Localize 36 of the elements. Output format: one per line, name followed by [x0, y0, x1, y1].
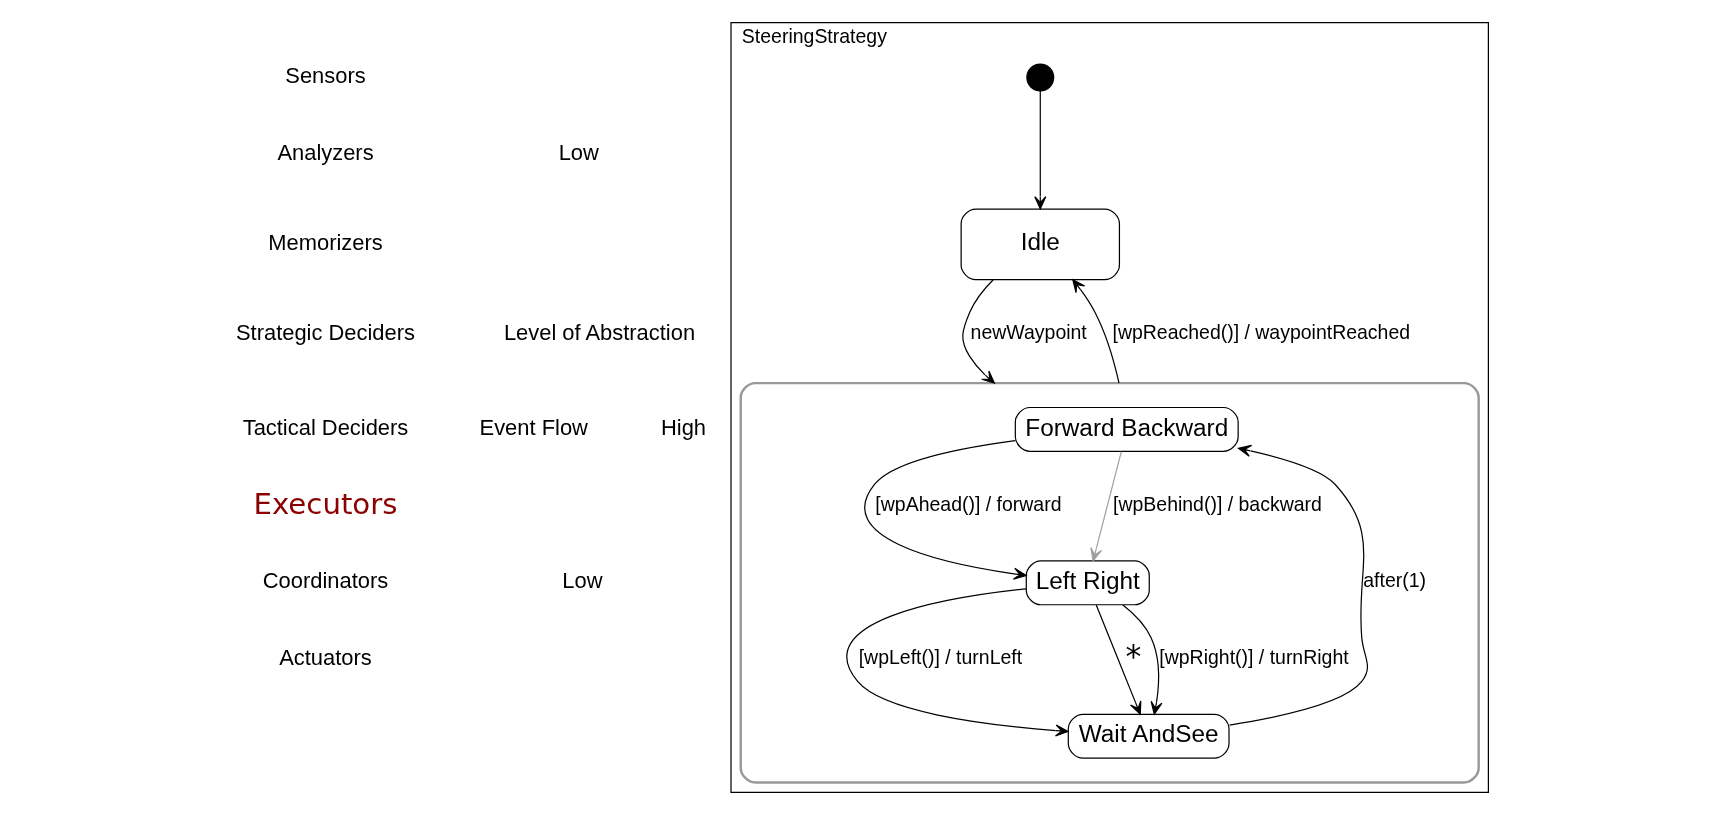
label: High [660, 414, 707, 440]
arrow [1072, 279, 1120, 384]
label: Actuators [279, 644, 372, 670]
node-box: Left Right [1025, 560, 1150, 606]
label: Memorizers [268, 229, 383, 255]
edge-label: * [1125, 638, 1142, 675]
label: Sensors [285, 62, 366, 88]
node-box: Wait AndSee [1067, 713, 1230, 759]
arrow [864, 440, 1027, 580]
arrow [1034, 90, 1047, 210]
arrow [1122, 604, 1163, 715]
label: Low [558, 139, 599, 165]
edge-label: newWaypoint [970, 321, 1087, 344]
node-box: Forward Backward [1014, 406, 1239, 452]
label: Strategic Deciders [236, 319, 415, 345]
edge-label: after(1) [1363, 569, 1427, 592]
edge-label: [wpRight()] / turnRight [1159, 646, 1349, 669]
edge-label: [wpBehind()] / backward [1113, 492, 1322, 515]
arrow [962, 279, 996, 384]
label: Level of Abstraction [503, 319, 696, 345]
cluster [739, 381, 1480, 784]
label: Executors [253, 486, 398, 521]
label: Event Flow [479, 414, 588, 440]
label: Low [562, 568, 603, 594]
label: Tactical Deciders [242, 414, 409, 440]
arrow [1228, 444, 1369, 726]
arrow [846, 588, 1069, 737]
edge-label: [wpAhead()] / forward [875, 492, 1062, 515]
label: Analyzers [277, 139, 374, 165]
arrow [1090, 451, 1122, 562]
edge-label: [wpReached()] / waypointReached [1112, 321, 1411, 344]
node-box: Idle [960, 208, 1121, 281]
edge-label: [wpLeft()] / turnLeft [858, 646, 1023, 669]
node-circle [1026, 63, 1055, 92]
arrow [1095, 604, 1142, 715]
label: Coordinators [262, 568, 389, 594]
